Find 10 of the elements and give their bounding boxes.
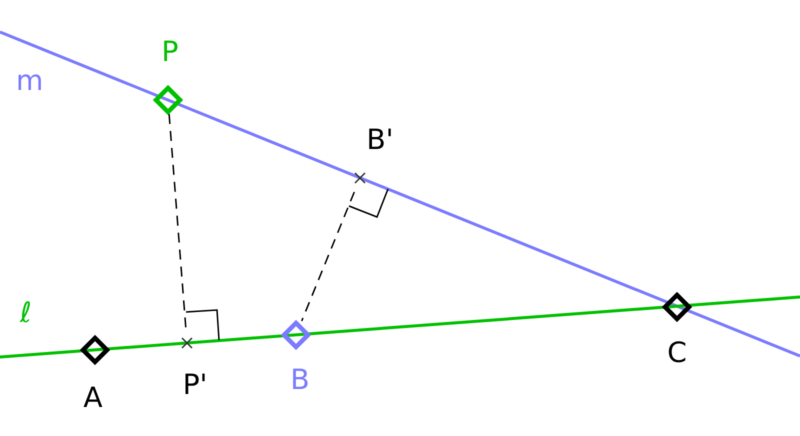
point-label: A [82, 381, 104, 415]
point-label: B' [366, 123, 394, 157]
point-label: P [160, 35, 180, 69]
dashed-segment [301, 192, 355, 322]
line-label: m [16, 64, 44, 98]
point-label: B [289, 363, 311, 397]
line-label: ℓ [20, 296, 32, 330]
point-label: C [666, 336, 688, 370]
dashed-segment [168, 114, 187, 330]
point-label: P' [182, 368, 208, 402]
